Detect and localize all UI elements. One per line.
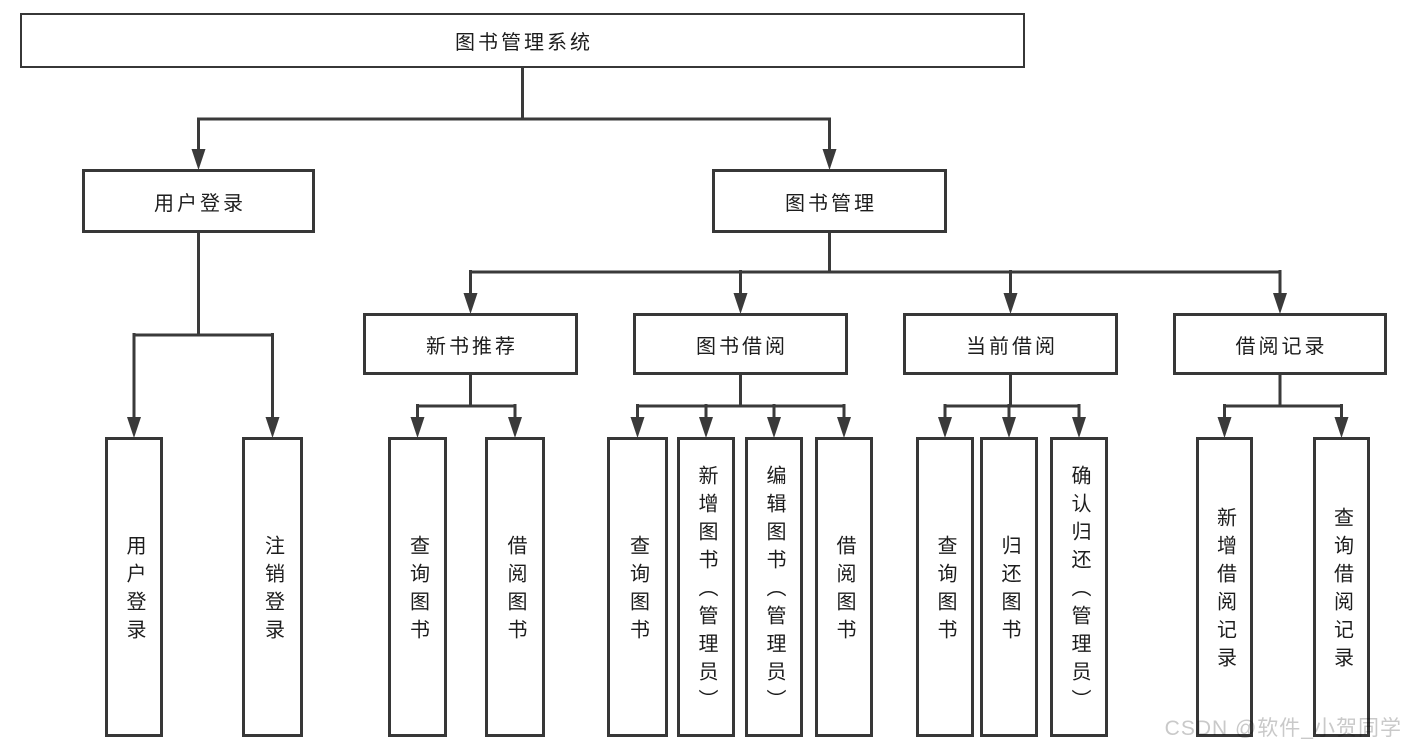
leaf-current-return-label: 归还图书	[998, 535, 1020, 647]
leaf-borrow-edit-admin: 编辑图书（管理员）	[745, 437, 803, 737]
leaf-current-query-label: 查询图书	[934, 535, 956, 647]
node-root: 图书管理系统	[20, 13, 1025, 68]
node-user-branch-label: 用户登录	[154, 192, 246, 215]
node-group-current: 当前借阅	[903, 313, 1118, 375]
leaf-user-logout: 注销登录	[242, 437, 303, 737]
node-group-newbook: 新书推荐	[363, 313, 578, 375]
leaf-borrow-add-admin: 新增图书（管理员）	[677, 437, 735, 737]
leaf-borrow-edit-admin-label: 编辑图书（管理员）	[763, 465, 785, 717]
leaf-newbook-query: 查询图书	[388, 437, 447, 737]
node-group-current-label: 当前借阅	[966, 335, 1058, 358]
leaf-newbook-borrow: 借阅图书	[485, 437, 545, 737]
csdn-watermark: CSDN @软件_小贺同学	[1164, 717, 1402, 740]
leaf-current-confirm-admin: 确认归还（管理员）	[1050, 437, 1108, 737]
leaf-newbook-query-label: 查询图书	[406, 535, 429, 647]
node-root-label: 图书管理系统	[455, 32, 593, 54]
node-book-branch-label: 图书管理	[785, 192, 877, 215]
leaf-user-logout-label: 注销登录	[261, 535, 284, 647]
connector-book-branch-to-groups	[463, 233, 1287, 314]
leaf-current-query: 查询图书	[916, 437, 974, 737]
leaf-borrow-add-admin-label: 新增图书（管理员）	[695, 465, 717, 717]
connector-user-branch-to-leaves	[127, 233, 280, 438]
leaf-borrow-book-label: 借阅图书	[833, 535, 855, 647]
node-book-branch: 图书管理	[712, 169, 947, 233]
leaf-record-query-label: 查询借阅记录	[1330, 507, 1353, 675]
node-user-branch: 用户登录	[82, 169, 315, 233]
leaf-user-login-label: 用户登录	[123, 535, 145, 647]
leaf-record-query: 查询借阅记录	[1313, 437, 1370, 737]
node-group-newbook-label: 新书推荐	[426, 335, 518, 358]
leaf-borrow-book: 借阅图书	[815, 437, 873, 737]
leaf-current-return: 归还图书	[980, 437, 1038, 737]
node-group-record: 借阅记录	[1173, 313, 1387, 375]
leaf-record-add-label: 新增借阅记录	[1213, 507, 1236, 675]
leaf-record-add: 新增借阅记录	[1196, 437, 1253, 737]
connector-root-to-branches	[191, 68, 837, 170]
connector-group-borrow-to-leaves	[630, 375, 851, 438]
node-group-borrow: 图书借阅	[633, 313, 848, 375]
leaf-user-login: 用户登录	[105, 437, 163, 737]
leaf-borrow-query: 查询图书	[607, 437, 668, 737]
connector-group-current-to-leaves	[938, 375, 1086, 438]
leaf-borrow-query-label: 查询图书	[626, 535, 649, 647]
leaf-current-confirm-admin-label: 确认归还（管理员）	[1068, 465, 1090, 717]
node-group-borrow-label: 图书借阅	[696, 335, 788, 358]
connector-group-record-to-leaves	[1217, 375, 1349, 438]
node-group-record-label: 借阅记录	[1235, 335, 1328, 358]
connector-group-newbook-to-leaves	[410, 375, 522, 438]
leaf-newbook-borrow-label: 借阅图书	[504, 535, 526, 647]
